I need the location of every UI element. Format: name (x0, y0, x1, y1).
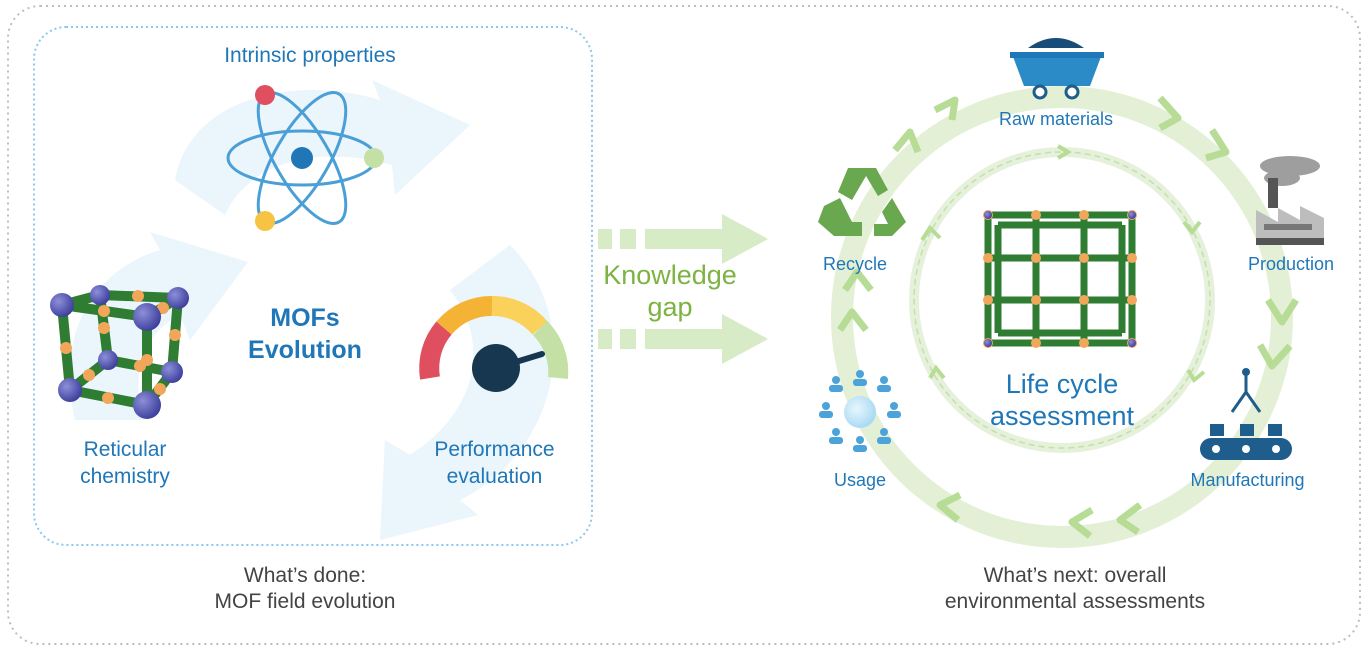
left-panel-frame (33, 26, 593, 546)
recycle-icon (818, 168, 906, 236)
mofs-title-line1: MOFs (270, 304, 340, 332)
left-caption-line1: What’s done: (243, 564, 367, 587)
intrinsic-properties-label: Intrinsic properties (224, 44, 396, 67)
right-caption-line2: environmental assessments (944, 590, 1206, 613)
recycle-label: Recycle (822, 254, 888, 274)
users-icon (819, 370, 901, 452)
atom-icon (226, 85, 384, 231)
mof-cube-icon (50, 285, 189, 419)
raw-materials-label: Raw materials (998, 109, 1114, 129)
manufacturing-label: Manufacturing (1190, 470, 1305, 490)
right-caption-line1: What’s next: overall (983, 564, 1167, 587)
left-caption-line2: MOF field evolution (214, 590, 396, 613)
knowledge-gap-line1: Knowledge (603, 260, 737, 290)
performance-label-line2: evaluation (446, 465, 543, 488)
life-cycle-ring-chevrons (837, 95, 1299, 539)
knowledge-gap-line2: gap (647, 292, 693, 322)
reticular-label-line1: Reticular (83, 438, 167, 461)
gauge-icon (419, 295, 569, 392)
factory-icon (1256, 156, 1324, 245)
minecart-icon (1010, 38, 1104, 100)
life-cycle-label-line1: Life cycle (1005, 369, 1119, 399)
production-label: Production (1247, 254, 1335, 274)
conveyor-icon (1200, 368, 1292, 460)
mof-lattice-icon (983, 210, 1137, 348)
reticular-label-line2: chemistry (80, 465, 170, 488)
life-cycle-label-line2: assessment (989, 401, 1135, 431)
outer-frame (7, 5, 1361, 645)
mofs-title-line2: Evolution (248, 336, 362, 364)
usage-label: Usage (833, 470, 887, 490)
inner-ring-chevrons (920, 144, 1206, 383)
knowledge-gap-arrows (598, 214, 768, 364)
performance-label-line1: Performance (434, 438, 555, 461)
